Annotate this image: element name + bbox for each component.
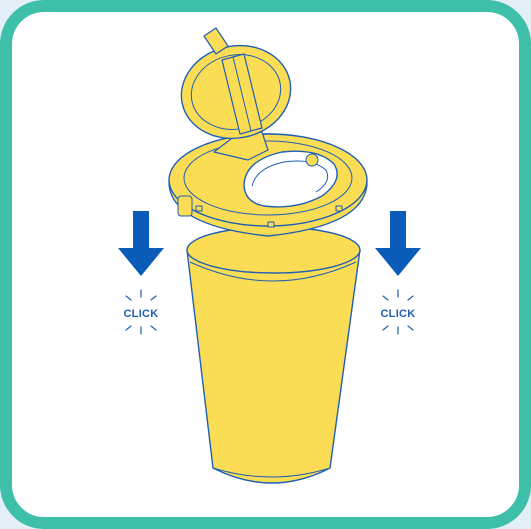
lid [168,27,368,237]
lid-tab-right [335,205,343,212]
flip-cap-plug-line [232,56,252,132]
right-down-arrow-icon [375,211,421,276]
lid-tab-center [267,221,275,228]
left-click-burst-icon [125,289,157,335]
right-click-indicator: CLICK [375,211,421,335]
cup [186,226,361,484]
lid-clip-left [177,195,193,217]
left-click-label: CLICK [123,308,158,320]
cup-inner-line [189,261,357,282]
right-click-label: CLICK [380,308,415,320]
left-click-indicator: CLICK [118,211,164,335]
left-down-arrow-icon [118,211,164,276]
right-click-burst-icon [382,289,414,335]
flip-cap-tab [203,27,229,55]
cup-base [212,467,331,478]
lid-tab-left [195,205,203,212]
lid-vent-button [305,153,319,167]
